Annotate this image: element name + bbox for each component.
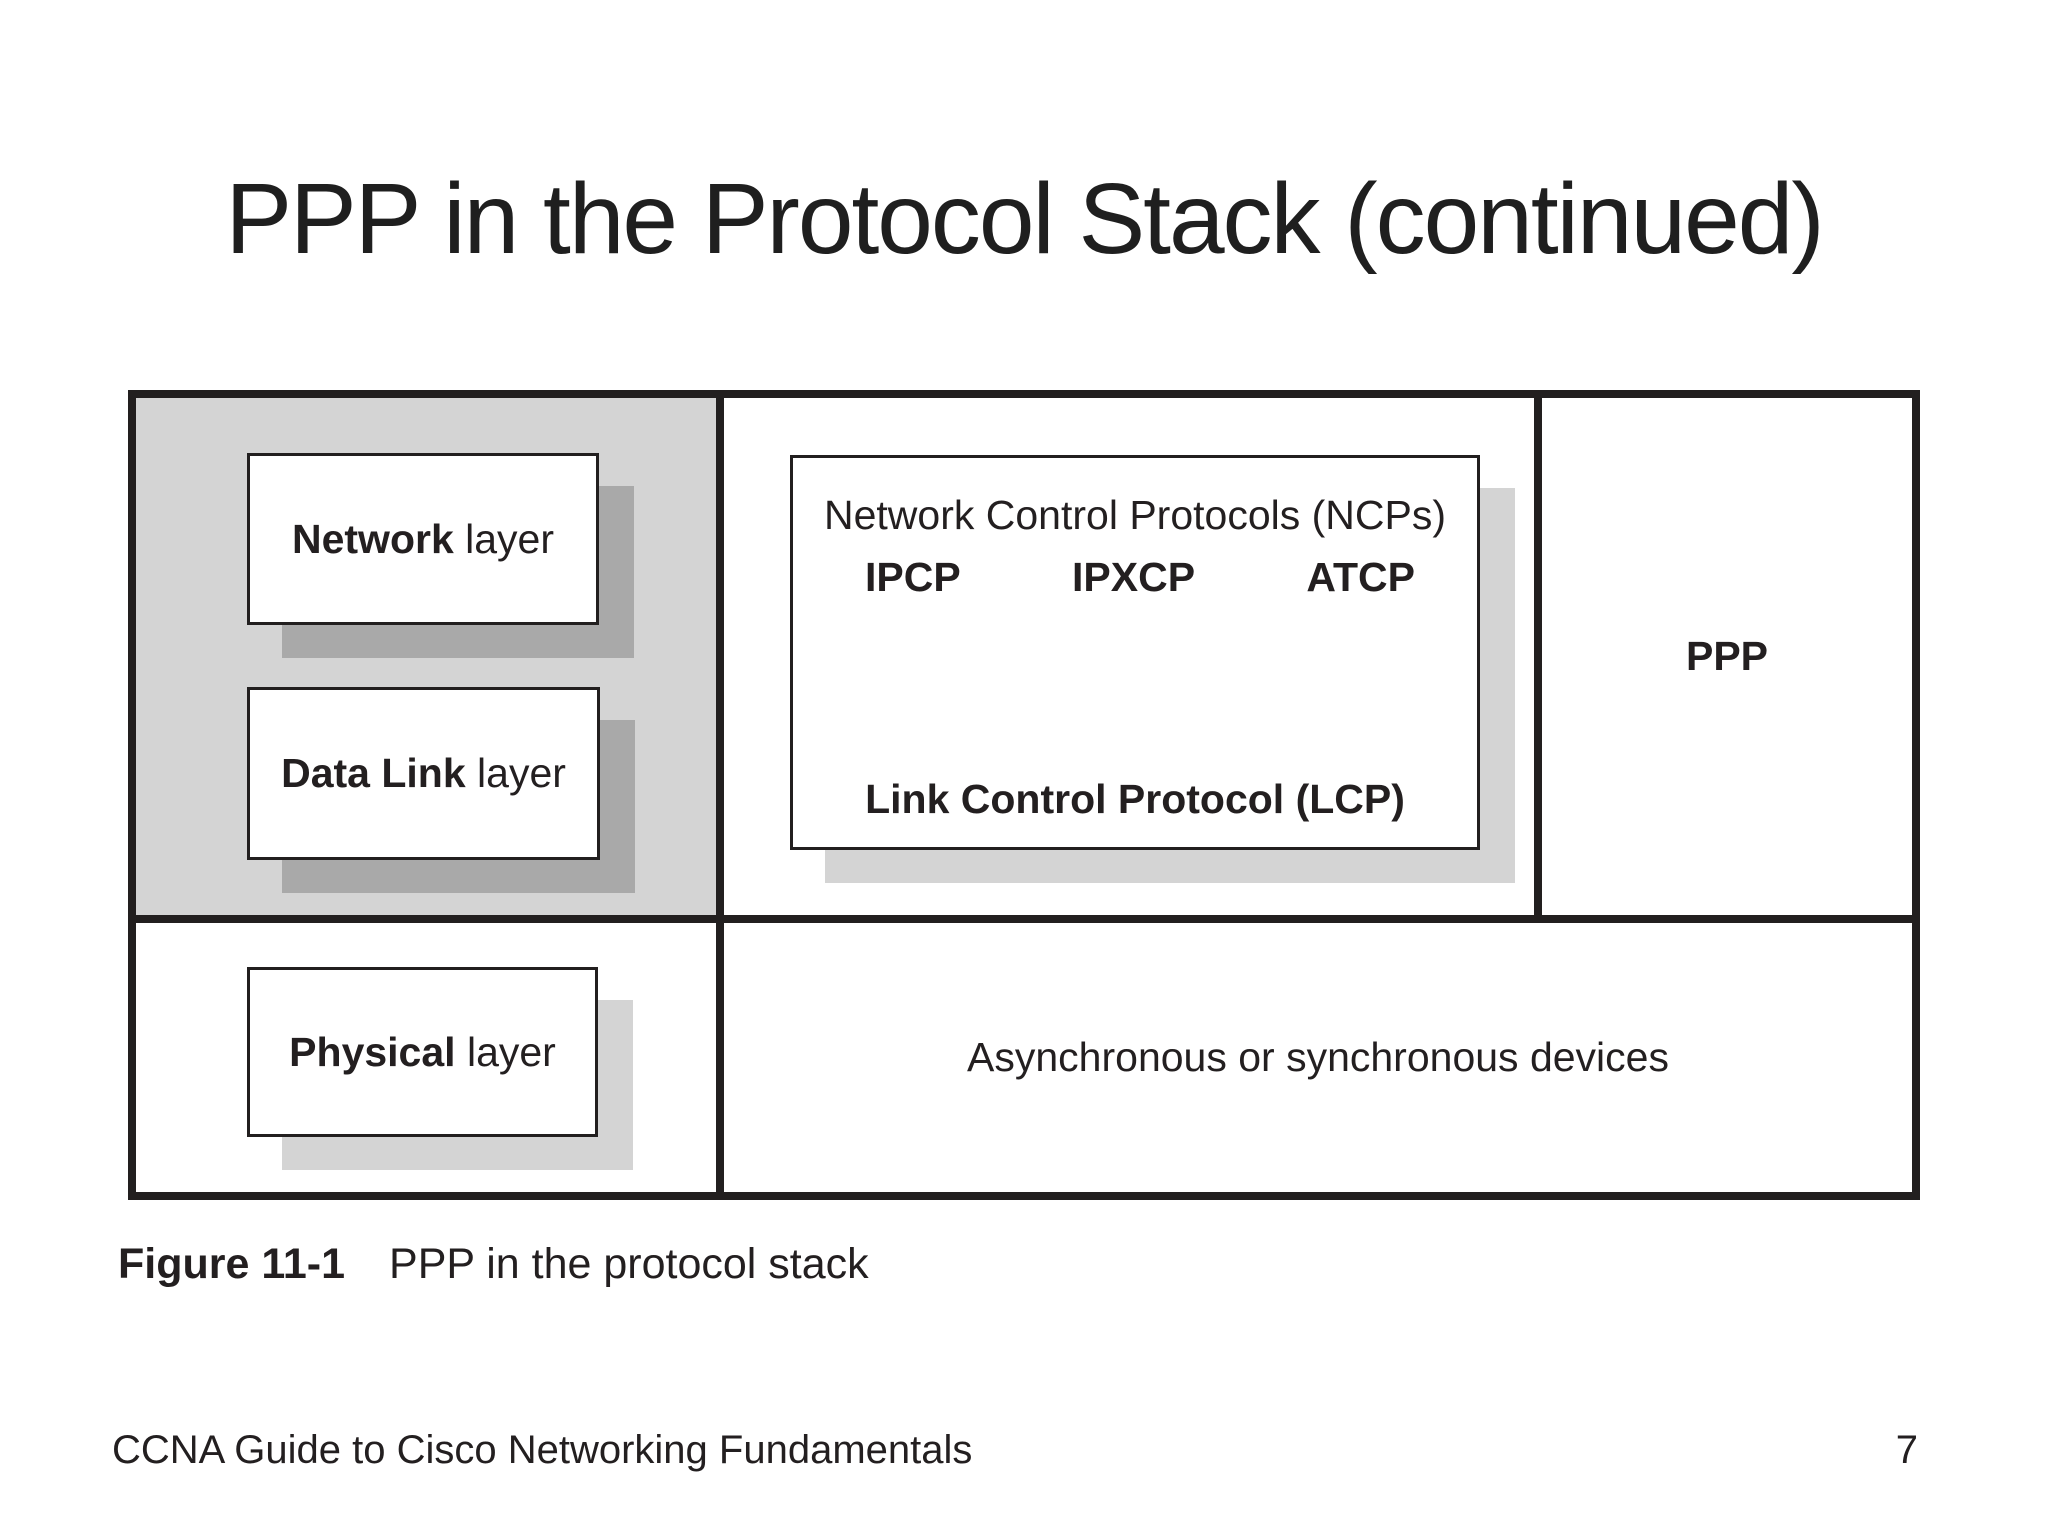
figure-number: Figure 11-1: [118, 1240, 346, 1288]
protocol-ipcp: IPCP: [865, 554, 961, 600]
osi-layers-cell: Network layer Data Link layer: [136, 398, 716, 915]
protocol-atcp: ATCP: [1306, 554, 1415, 600]
footer-book-title: CCNA Guide to Cisco Networking Fundament…: [112, 1428, 973, 1472]
data-link-layer-label: Data Link layer: [281, 750, 566, 796]
ncp-title: Network Control Protocols (NCPs): [824, 492, 1446, 538]
network-layer-box: Network layer: [247, 453, 599, 625]
physical-layer-label: Physical layer: [289, 1028, 556, 1075]
devices-label: Asynchronous or synchronous devices: [967, 1034, 1669, 1080]
devices-cell: Asynchronous or synchronous devices: [724, 923, 1912, 1192]
protocol-ipxcp: IPXCP: [1072, 554, 1196, 600]
protocol-stack-diagram: Network layer Data Link layer Network Co…: [128, 390, 1920, 1200]
horizontal-divider: [136, 915, 1912, 923]
vertical-divider-left: [716, 398, 724, 1192]
slide-footer: CCNA Guide to Cisco Networking Fundament…: [112, 1428, 1918, 1473]
lcp-label: Link Control Protocol (LCP): [865, 776, 1405, 822]
figure-caption: Figure 11-1 PPP in the protocol stack: [118, 1238, 869, 1290]
ncp-lcp-box: Network Control Protocols (NCPs) IPCP IP…: [790, 455, 1480, 850]
ppp-label: PPP: [1685, 633, 1769, 679]
slide-title: PPP in the Protocol Stack (continued): [225, 163, 1824, 275]
footer-page-number: 7: [1895, 1428, 1918, 1472]
vertical-divider-right: [1534, 398, 1542, 915]
network-layer-label: Network layer: [291, 515, 555, 562]
figure-caption-text: PPP in the protocol stack: [389, 1240, 869, 1288]
ppp-cell: PPP: [1542, 398, 1912, 915]
physical-layer-box: Physical layer: [247, 967, 598, 1137]
data-link-layer-box: Data Link layer: [247, 687, 600, 860]
ncp-lcp-cell: Network Control Protocols (NCPs) IPCP IP…: [724, 398, 1534, 915]
physical-layer-cell: Physical layer: [136, 923, 716, 1192]
ncp-protocol-list: IPCP IPXCP ATCP: [793, 552, 1477, 602]
